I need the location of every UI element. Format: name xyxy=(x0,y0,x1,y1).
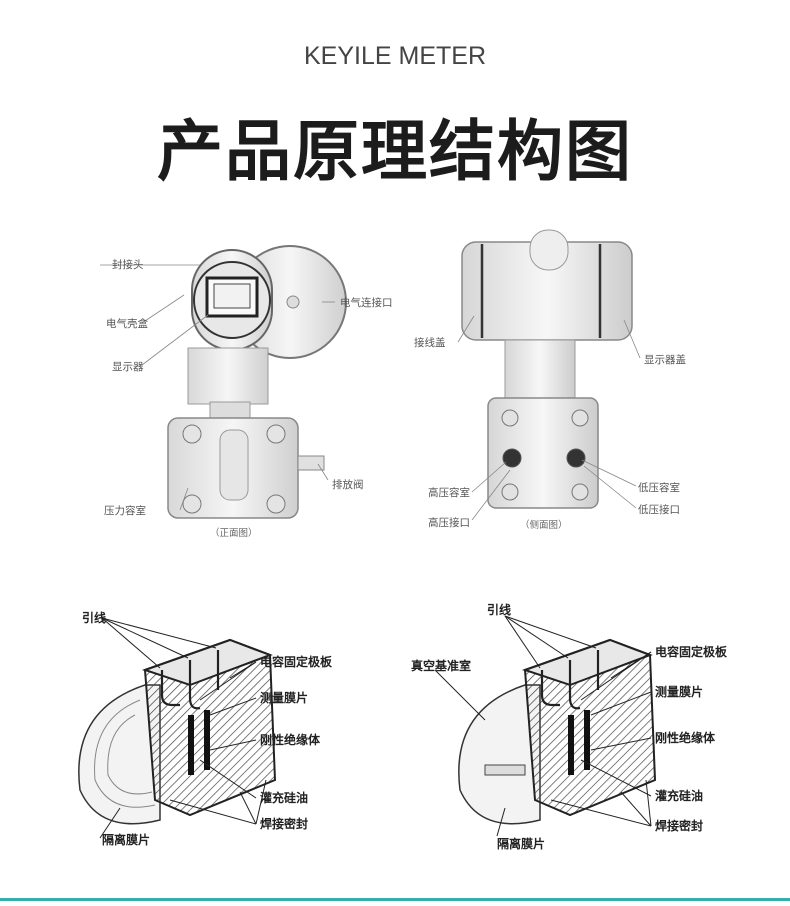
bottom-accent-line xyxy=(0,898,790,901)
brand-name: KEYILE METER xyxy=(304,42,486,70)
page-title: 产品原理结构图 xyxy=(157,113,633,190)
label-silicone-oil-right: 灌充硅油 xyxy=(654,788,703,803)
label-measuring-diaphragm-left: 测量膜片 xyxy=(260,690,308,705)
label-electrical-port: 电气连接口 xyxy=(340,296,393,309)
label-pressure-chamber: 压力容室 xyxy=(104,504,146,517)
right-section-diagram: 引线 真空基准室 电容固定极板 测量膜片 刚性绝缘体 灌充硅油 焊接密封 隔离膜… xyxy=(411,602,728,851)
left-section-diagram: 引线 电容固定极板 测量膜片 刚性绝缘体 灌充硅油 焊接密封 隔离膜片 xyxy=(78,610,333,847)
label-low-pressure-port: 低压接口 xyxy=(638,503,680,516)
caption-front-view: （正面图） xyxy=(210,527,258,539)
label-measuring-diaphragm-right: 测量膜片 xyxy=(655,684,703,699)
caption-side-view: （侧面图） xyxy=(520,519,568,531)
label-capacitor-plate-right: 电容固定极板 xyxy=(655,644,728,659)
label-drain-valve: 排放阀 xyxy=(332,478,364,491)
label-electrical-housing: 电气壳盒 xyxy=(106,317,148,330)
label-isolation-diaphragm-right: 隔离膜片 xyxy=(497,836,545,851)
isolation-diaphragm-shape xyxy=(78,684,161,825)
label-low-pressure-chamber: 低压容室 xyxy=(638,481,680,494)
label-isolation-diaphragm-left: 隔离膜片 xyxy=(102,832,150,847)
label-lead-wire-left: 引线 xyxy=(82,610,106,625)
label-high-pressure-chamber: 高压容室 xyxy=(428,486,470,499)
label-display-cover: 显示器盖 xyxy=(644,353,686,366)
display-window xyxy=(191,249,273,351)
label-welded-seal-right: 焊接密封 xyxy=(655,818,703,833)
label-terminal-head: 封接头 xyxy=(112,258,144,271)
label-rigid-insulator-left: 刚性绝缘体 xyxy=(260,732,321,747)
label-capacitor-plate-left: 电容固定极板 xyxy=(260,654,333,669)
vacuum-chamber-shape xyxy=(458,684,541,825)
label-rigid-insulator-right: 刚性绝缘体 xyxy=(655,730,716,745)
side-housing xyxy=(461,229,633,341)
pressure-chamber-body xyxy=(167,417,325,519)
label-silicone-oil-left: 灌充硅油 xyxy=(259,790,308,805)
side-pressure-chamber xyxy=(487,397,599,509)
label-display: 显示器 xyxy=(112,361,144,373)
label-welded-seal-left: 焊接密封 xyxy=(260,816,308,831)
label-terminal-cover: 接线盖 xyxy=(414,336,446,349)
label-vacuum-chamber: 真空基准室 xyxy=(411,658,471,673)
front-view-diagram: 封接头 电气壳盒 显示器 电气连接口 排放阀 压力容室 （正面图） xyxy=(100,245,393,539)
label-high-pressure-port: 高压接口 xyxy=(428,516,470,529)
label-lead-wire-right: 引线 xyxy=(487,602,511,617)
side-view-diagram: 接线盖 显示器盖 高压容室 高压接口 低压容室 低压接口 （侧面图） xyxy=(414,229,686,531)
